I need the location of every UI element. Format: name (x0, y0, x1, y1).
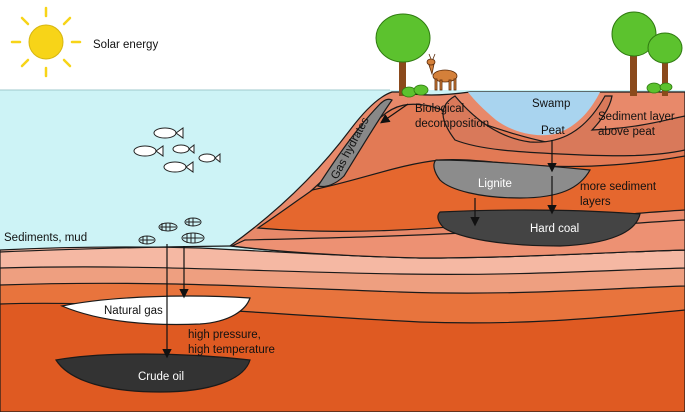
peat-label: Peat (541, 125, 565, 137)
bush-icon (401, 82, 673, 98)
tree-left-icon (375, 13, 431, 96)
peat-layer (442, 95, 685, 157)
sediments-mud-label: Sediments, mud (4, 232, 87, 244)
lignite-label: Lignite (478, 178, 512, 190)
biological-decomposition-label: Biological (415, 103, 464, 115)
swamp-label: Swamp (532, 98, 570, 110)
solar-energy-label: Solar energy (93, 39, 158, 51)
more-sediment-label-line2: layers (580, 196, 611, 208)
fish-icon (133, 127, 221, 173)
tree-right-icon (611, 11, 657, 96)
hard-coal-label: Hard coal (530, 223, 579, 235)
swamp-water (468, 92, 600, 136)
gas-hydrates-deposit (317, 98, 393, 188)
natural-gas-deposit (59, 295, 251, 326)
high-pressure-label-line2: high temperature (188, 344, 275, 356)
sea-floor-line (0, 245, 231, 253)
biological-decomposition-label-line2: decomposition (415, 118, 489, 130)
arrow-decomposition (380, 103, 409, 124)
sediment-layer-label-line2: above peat (598, 126, 656, 138)
tree-small-icon (647, 32, 683, 96)
sediment-layer-label: Sediment layer (598, 111, 675, 123)
sky (0, 0, 685, 92)
high-pressure-label: high pressure, (188, 329, 261, 341)
fossil-fish-icon (138, 217, 205, 245)
crude-oil-deposit (55, 353, 251, 393)
hard-coal-deposit (437, 209, 641, 247)
more-sediment-label: more sediment (580, 181, 657, 193)
crude-oil-label: Crude oil (138, 371, 184, 383)
natural-gas-label: Natural gas (104, 305, 163, 317)
process-arrows (162, 103, 557, 359)
sun-icon (10, 6, 82, 78)
deer-icon (426, 53, 458, 91)
